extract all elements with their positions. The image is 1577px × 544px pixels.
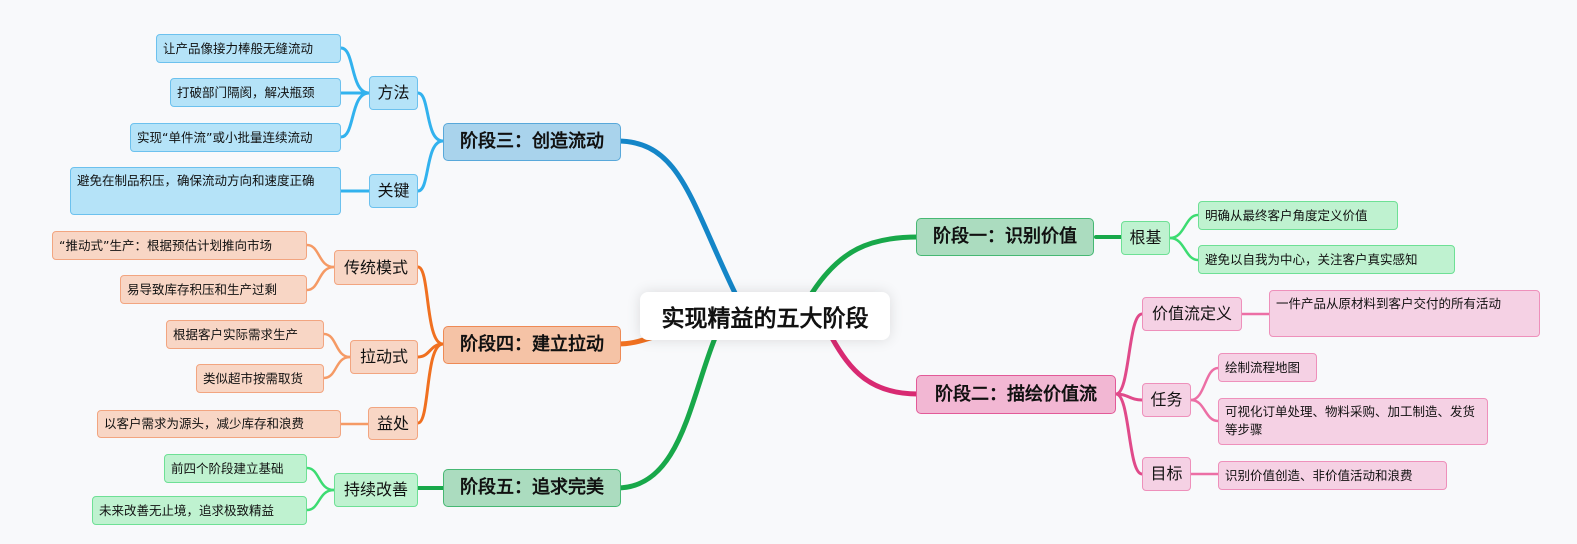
leaf-node[interactable]: 识别价值创造、非价值活动和浪费 — [1218, 461, 1447, 490]
leaf-node[interactable]: 让产品像接力棒般无缝流动 — [156, 34, 341, 63]
stage5-improve-node[interactable]: 持续改善 — [334, 473, 418, 507]
stage2-definition-node[interactable]: 价值流定义 — [1142, 297, 1242, 331]
stage4-benefit-node[interactable]: 益处 — [368, 407, 418, 440]
stage4-traditional-node[interactable]: 传统模式 — [334, 250, 418, 285]
stage2-node[interactable]: 阶段二：描绘价值流 — [916, 375, 1116, 414]
leaf-node[interactable]: 避免以自我为中心，关注客户真实感知 — [1198, 245, 1455, 274]
branch-stage2 — [829, 335, 921, 397]
branch-stage1 — [809, 234, 921, 296]
leaf-node[interactable]: 未来改善无止境，追求极致精益 — [92, 496, 307, 525]
stage3-method-node[interactable]: 方法 — [369, 76, 418, 110]
leaf-node[interactable]: 以客户需求为源头，减少库存和浪费 — [97, 410, 341, 438]
stage3-node[interactable]: 阶段三：创造流动 — [443, 123, 621, 161]
leaf-node[interactable]: “推动式”生产：根据预估计划推向市场 — [52, 231, 307, 260]
leaf-node[interactable]: 前四个阶段建立基础 — [164, 454, 307, 483]
stage2-goal-node[interactable]: 目标 — [1142, 457, 1191, 491]
branch-stage5 — [614, 335, 718, 491]
stage4-node[interactable]: 阶段四：建立拉动 — [443, 326, 621, 364]
stage3-key-node[interactable]: 关键 — [369, 174, 418, 208]
stage5-node[interactable]: 阶段五：追求完美 — [443, 469, 621, 507]
stage2-task-node[interactable]: 任务 — [1142, 383, 1191, 417]
stage4-pull-node[interactable]: 拉动式 — [350, 340, 418, 374]
leaf-node[interactable]: 避免在制品积压，确保流动方向和速度正确 — [70, 167, 341, 215]
leaf-node[interactable]: 可视化订单处理、物料采购、加工制造、发货等步骤 — [1218, 398, 1488, 445]
leaf-node[interactable]: 实现“单件流”或小批量连续流动 — [130, 123, 341, 152]
stage1-node[interactable]: 阶段一：识别价值 — [916, 218, 1094, 256]
leaf-node[interactable]: 根据客户实际需求生产 — [166, 320, 324, 349]
branch-stage3 — [614, 138, 738, 296]
leaf-node[interactable]: 绘制流程地图 — [1218, 353, 1317, 382]
leaf-node[interactable]: 易导致库存积压和生产过剩 — [120, 275, 307, 304]
leaf-node[interactable]: 一件产品从原材料到客户交付的所有活动 — [1269, 290, 1540, 337]
leaf-node[interactable]: 打破部门隔阂，解决瓶颈 — [170, 78, 341, 107]
stage1-foundation-node[interactable]: 根基 — [1121, 221, 1170, 255]
root-topic[interactable]: 实现精益的五大阶段 — [640, 292, 890, 340]
leaf-node[interactable]: 明确从最终客户角度定义价值 — [1198, 201, 1398, 230]
leaf-node[interactable]: 类似超市按需取货 — [196, 364, 324, 393]
